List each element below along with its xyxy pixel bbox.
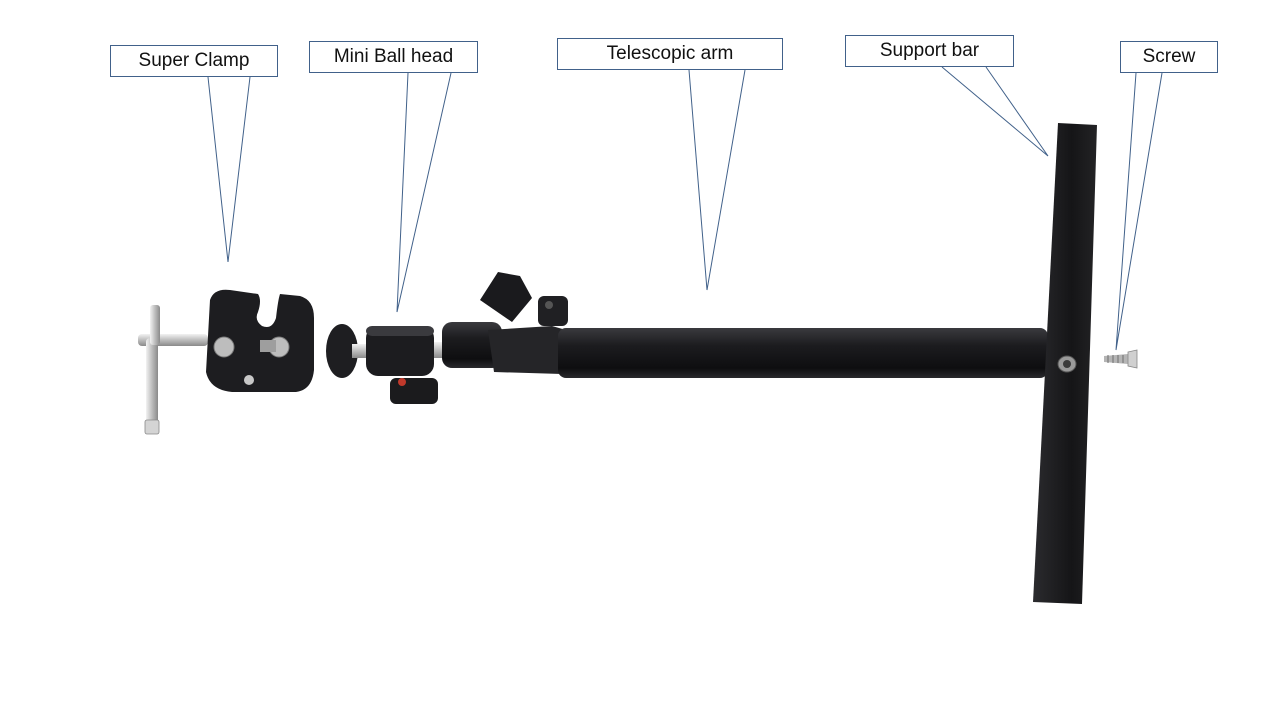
mini-ball-head-part bbox=[326, 324, 446, 404]
leader-super-clamp bbox=[207, 76, 251, 263]
leader-screw bbox=[1115, 72, 1163, 351]
leader-telescopic-arm bbox=[688, 69, 746, 291]
super-clamp-part bbox=[138, 289, 314, 435]
leader-support-bar bbox=[941, 66, 1049, 157]
leader-lines bbox=[207, 66, 1163, 351]
label-super-clamp: Super Clamp bbox=[110, 45, 278, 77]
support-bar-part bbox=[1033, 123, 1097, 604]
telescopic-arm-part bbox=[442, 272, 1048, 378]
label-support-bar: Support bar bbox=[845, 35, 1014, 67]
label-mini-ball-head: Mini Ball head bbox=[309, 41, 478, 73]
leader-mini-ball-head bbox=[396, 72, 452, 313]
screw-part bbox=[1104, 349, 1138, 369]
label-screw: Screw bbox=[1120, 41, 1218, 73]
label-telescopic-arm: Telescopic arm bbox=[557, 38, 783, 70]
